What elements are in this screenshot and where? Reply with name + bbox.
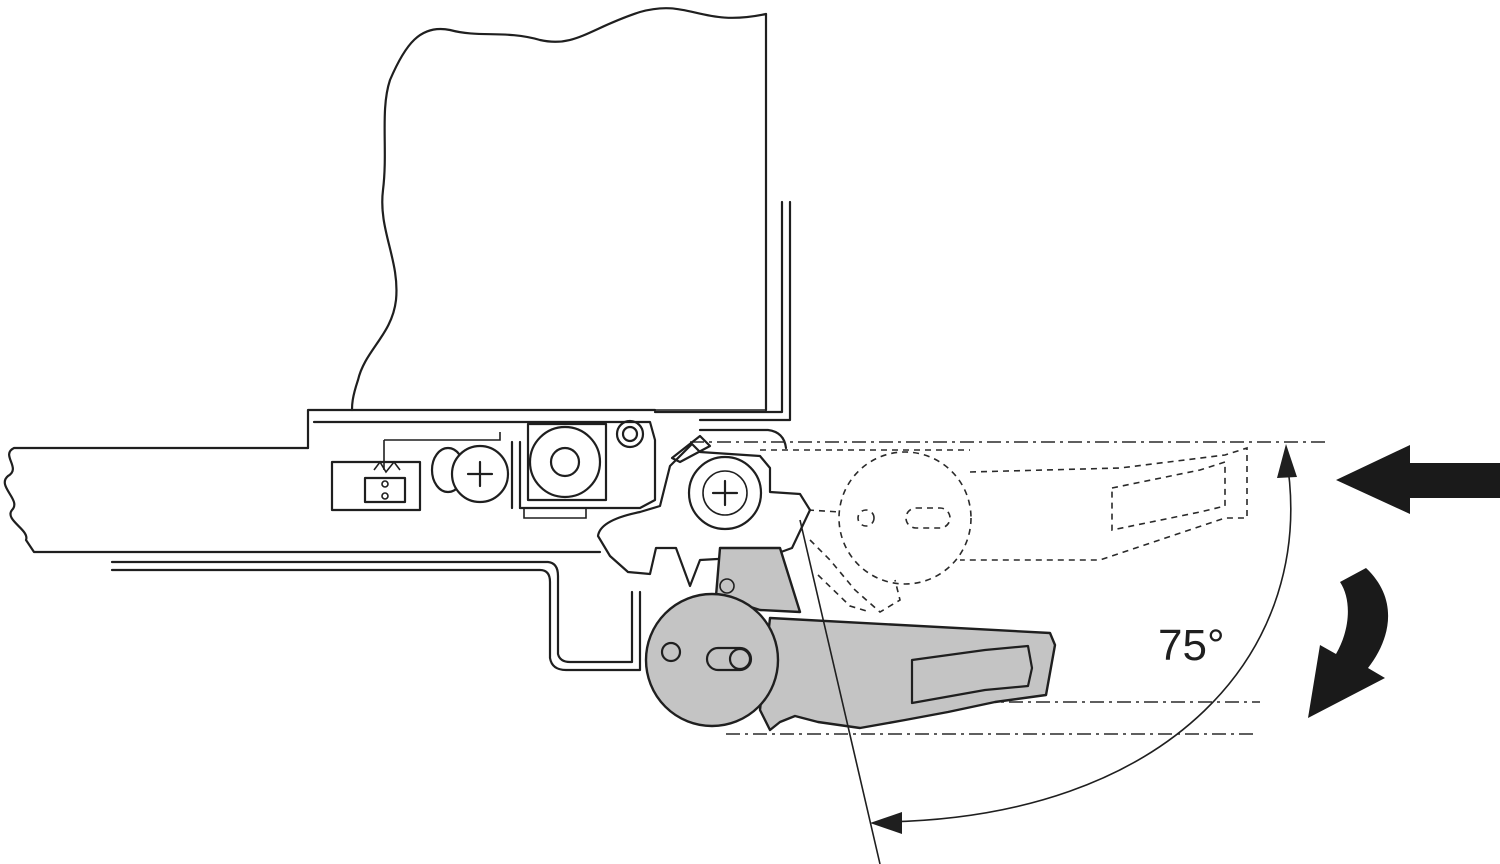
rotation-angle-arc: [799, 444, 1297, 864]
phillips-screw-icon: [450, 444, 510, 504]
cabinet-wall-profile: [653, 200, 792, 450]
angle-label: 75°: [1158, 621, 1225, 670]
arrow-left-icon: [1336, 445, 1500, 514]
drawer-side-panel: [350, 7, 768, 412]
gray-lever-arm: [644, 546, 1057, 732]
coupling-housing: [312, 419, 657, 519]
curved-arrow-down-icon: [1308, 568, 1389, 718]
ghost-lever-initial-position: [760, 446, 1248, 613]
runner-rail: [3, 408, 657, 672]
